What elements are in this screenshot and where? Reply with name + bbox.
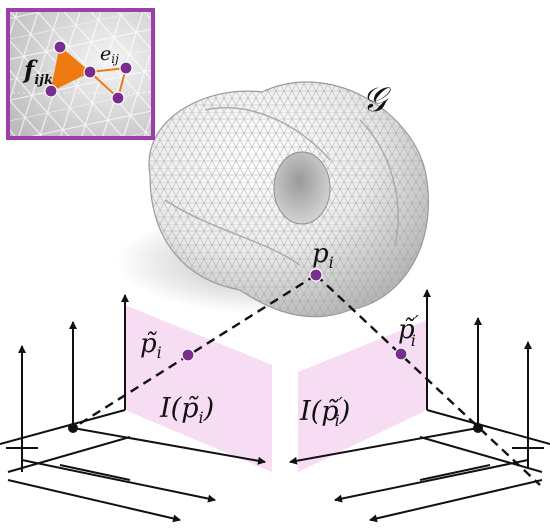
point-3d (309, 268, 323, 282)
camera-frame-right (289, 289, 550, 523)
projected-point-left-label: p̃i (140, 329, 162, 362)
face-label: fijk (22, 55, 53, 88)
vertex (44, 84, 58, 98)
projected-point-left (181, 348, 195, 362)
projected-point-right (394, 347, 408, 361)
inset-vertices (44, 40, 133, 105)
image-plane-right (298, 320, 427, 472)
mesh-object (115, 81, 430, 318)
mesh-inset: fijk eij (6, 8, 155, 140)
vertex (111, 91, 125, 105)
inset-border (6, 8, 155, 140)
point-3d-label: pi (312, 239, 334, 272)
image-right-label: I(p̃′i) (299, 394, 350, 430)
edge-label: eij (100, 43, 119, 66)
graph-symbol: 𝒢 (362, 80, 391, 120)
projection-ray-right (315, 274, 541, 486)
projected-point-right-label: p̃′i (398, 312, 419, 350)
vertex (83, 65, 97, 79)
image-plane-left (125, 305, 272, 472)
torus-fold-ridge (164, 107, 399, 266)
image-left-label: I(p̃i) (159, 393, 214, 427)
face-fijk (50, 46, 91, 92)
projection-ray-left (72, 273, 317, 430)
vertex (53, 40, 67, 54)
torus-hole (273, 151, 331, 225)
vertex (119, 61, 133, 75)
camera-frame-left (0, 294, 266, 523)
